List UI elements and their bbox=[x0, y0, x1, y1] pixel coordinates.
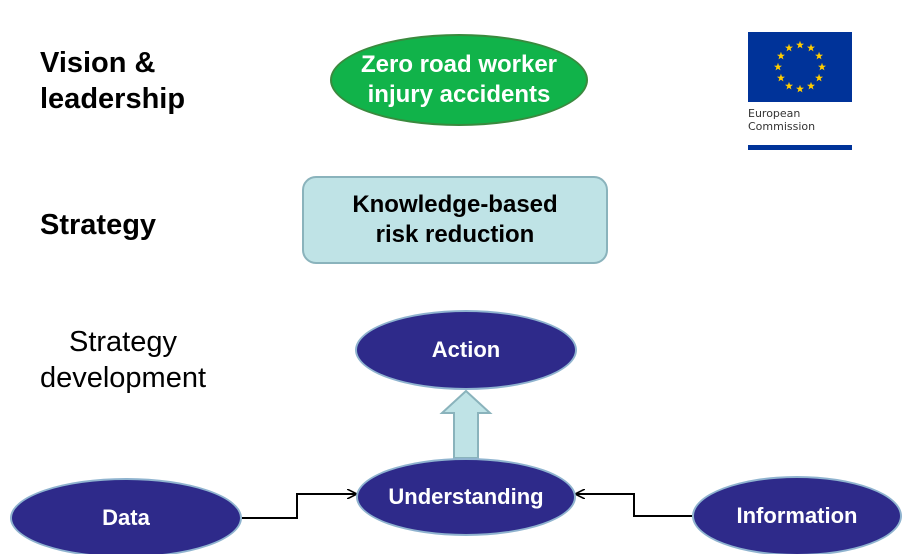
information-to-understanding-arrow bbox=[576, 494, 692, 517]
data-to-understanding-arrow bbox=[242, 494, 356, 519]
eu-star-icon bbox=[807, 81, 815, 90]
eu-star-icon bbox=[796, 40, 804, 49]
vision-node: Zero road worker injury accidents bbox=[330, 34, 588, 126]
strategy-label: Strategy bbox=[40, 209, 157, 241]
data-node: Data bbox=[10, 478, 242, 554]
eu-star-icon bbox=[776, 73, 785, 82]
european-commission-logo: European Commission bbox=[748, 32, 852, 152]
logo-underline bbox=[748, 145, 852, 150]
eu-star-icon bbox=[785, 43, 793, 52]
eu-star-icon bbox=[818, 62, 826, 71]
eu-star-icon bbox=[807, 43, 815, 52]
eu-star-icon bbox=[815, 51, 824, 60]
eu-star-icon bbox=[815, 73, 824, 82]
eu-flag-icon bbox=[748, 32, 852, 102]
eu-star-icon bbox=[774, 62, 782, 71]
information-node: Information bbox=[692, 476, 902, 554]
european-commission-text: European Commission bbox=[748, 107, 816, 133]
vision-leadership-label: Vision & leadership bbox=[40, 47, 186, 115]
eu-star-icon bbox=[785, 81, 793, 90]
strategy-development-label: Strategy development bbox=[39, 326, 207, 394]
strategy-node: Knowledge-based risk reduction bbox=[302, 176, 608, 264]
understanding-node: Understanding bbox=[356, 458, 576, 536]
eu-star-icon bbox=[796, 84, 804, 93]
understanding-to-action-block-arrow bbox=[439, 389, 493, 459]
eu-star-icon bbox=[776, 51, 785, 60]
action-node: Action bbox=[355, 310, 577, 390]
